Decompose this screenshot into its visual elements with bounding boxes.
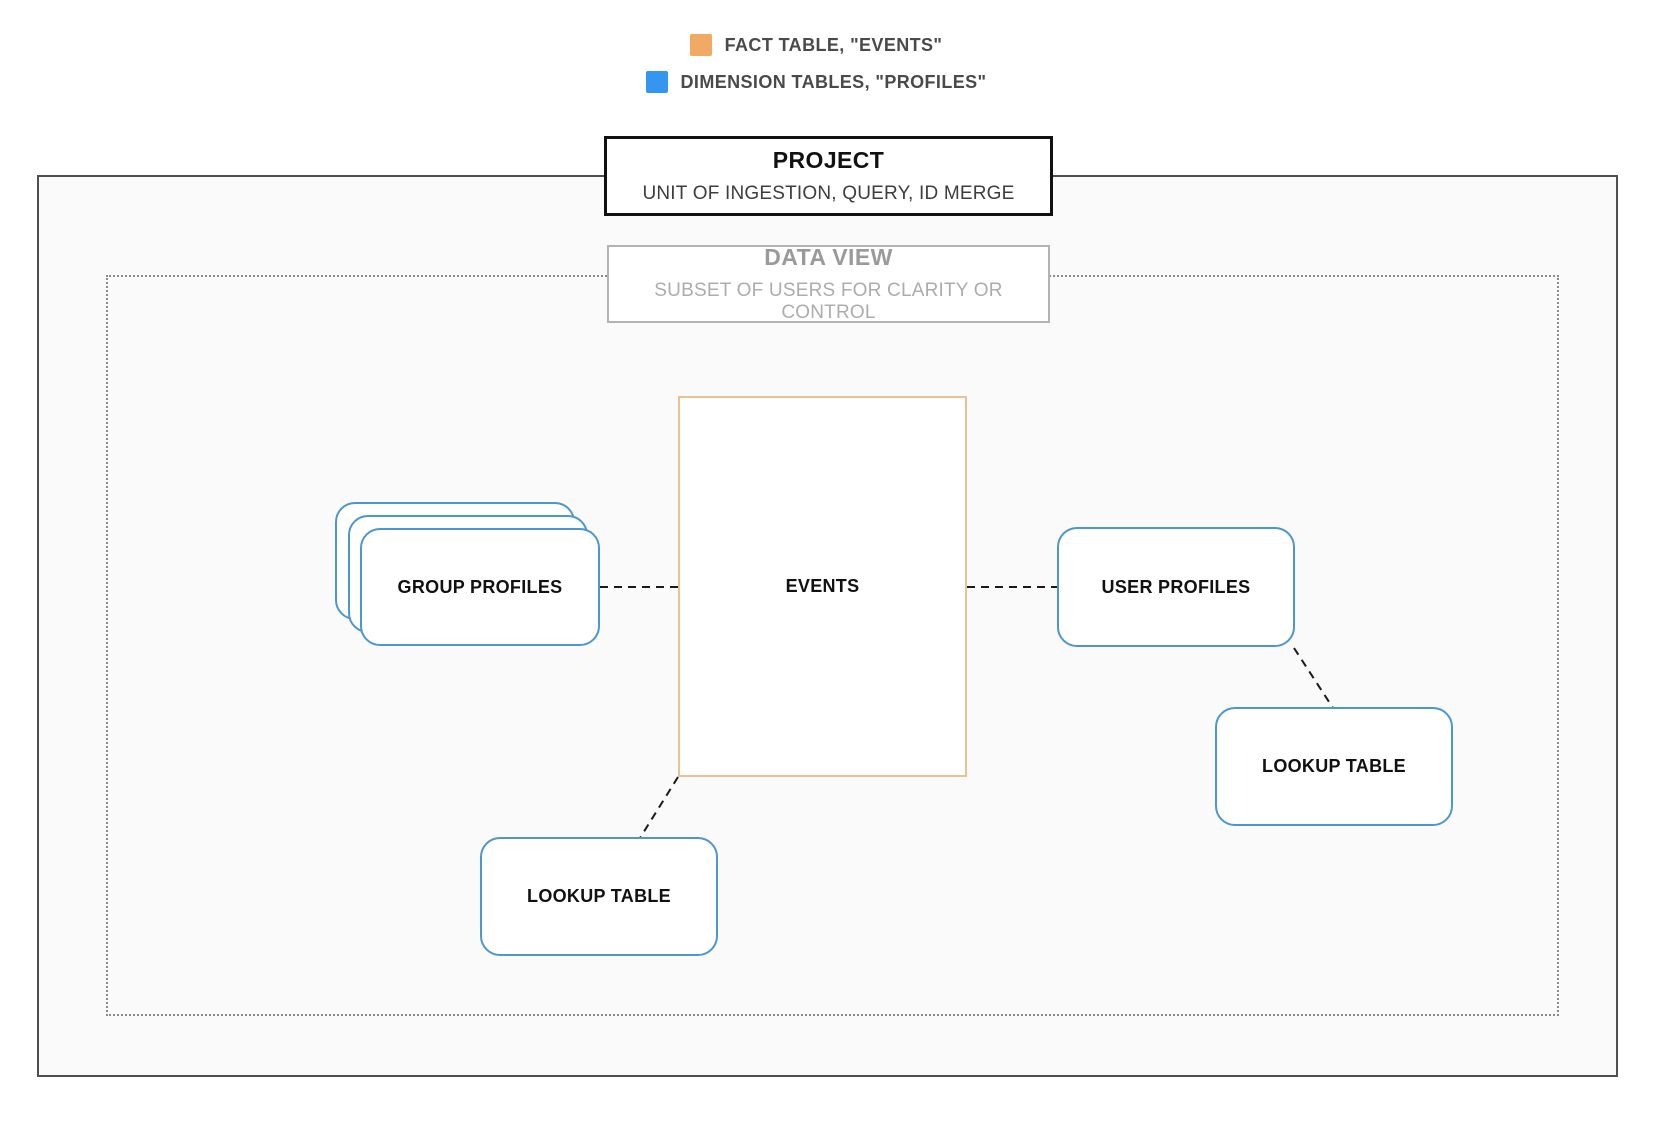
dimension-tables-swatch-icon xyxy=(645,71,668,93)
node-lookup-table-bottom-label: LOOKUP TABLE xyxy=(527,886,671,906)
project-title: PROJECT xyxy=(772,147,885,173)
data-view-title: DATA VIEW xyxy=(764,244,893,270)
legend-item-dimension-tables: DIMENSION TABLES, "PROFILES" xyxy=(645,71,987,93)
legend-label-dimension-tables: DIMENSION TABLES, "PROFILES" xyxy=(680,71,987,92)
node-user-profiles-label: USER PROFILES xyxy=(1101,576,1251,597)
legend: FACT TABLE, "EVENTS" DIMENSION TABLES, "… xyxy=(0,34,1648,93)
node-lookup-table-bottom: LOOKUP TABLE xyxy=(480,837,718,956)
node-lookup-table-right: LOOKUP TABLE xyxy=(1215,707,1453,826)
data-view-header-box: DATA VIEW SUBSET OF USERS FOR CLARITY OR… xyxy=(607,244,1050,323)
fact-table-swatch-icon xyxy=(689,34,712,56)
node-group-profiles: GROUP PROFILES xyxy=(360,528,600,646)
legend-label-fact-table: FACT TABLE, "EVENTS" xyxy=(724,34,943,55)
node-events: EVENTS xyxy=(678,396,967,777)
project-subtitle: UNIT OF INGESTION, QUERY, ID MERGE xyxy=(642,183,1015,204)
node-group-profiles-label: GROUP PROFILES xyxy=(397,576,563,597)
node-user-profiles: USER PROFILES xyxy=(1057,527,1295,647)
node-lookup-table-right-label: LOOKUP TABLE xyxy=(1262,756,1406,776)
node-events-label: EVENTS xyxy=(785,576,860,596)
project-header-box: PROJECT UNIT OF INGESTION, QUERY, ID MER… xyxy=(604,136,1053,216)
legend-item-fact-table: FACT TABLE, "EVENTS" xyxy=(689,34,943,56)
data-view-subtitle: SUBSET OF USERS FOR CLARITY OR CONTROL xyxy=(654,280,1003,323)
